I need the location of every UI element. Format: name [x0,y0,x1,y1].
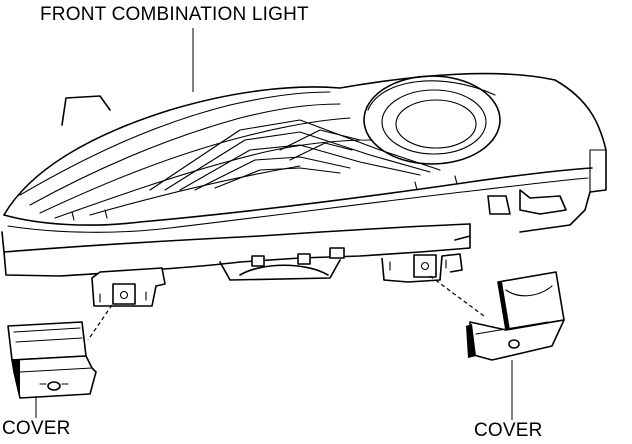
right-cover-label: COVER [474,420,543,441]
right-cover [466,271,565,361]
left-alignment-line [87,304,113,341]
right-mount-clip [413,254,437,278]
left-cover [7,321,97,399]
left-cover-label: COVER [2,418,71,439]
front-combination-light [1,72,607,307]
right-alignment-line [429,275,485,317]
front-combination-light-label: FRONT COMBINATION LIGHT [40,4,309,25]
left-mount-clip [112,283,136,305]
